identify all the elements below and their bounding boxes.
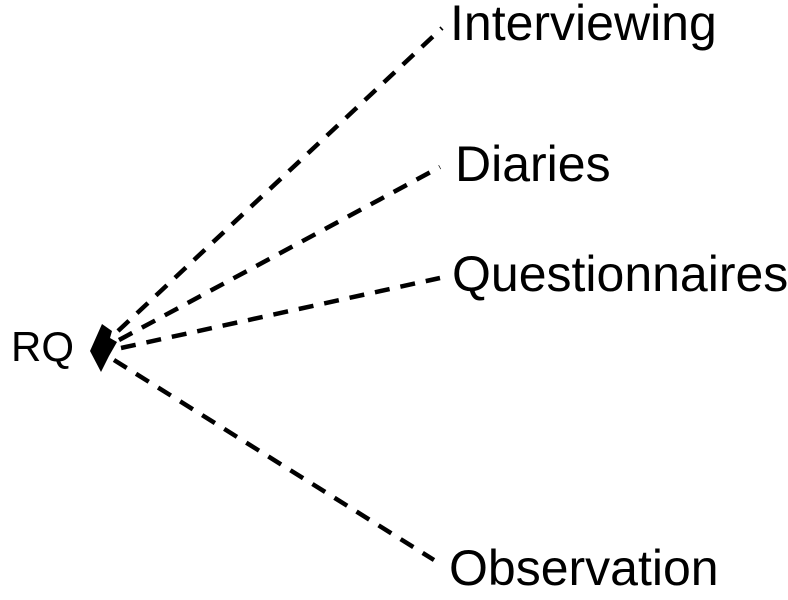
branch-label-questionnaires: Questionnaires xyxy=(452,246,788,302)
branch-label-diaries: Diaries xyxy=(455,136,611,192)
root-node-label: RQ xyxy=(11,323,74,370)
connector-line-interviewing xyxy=(116,26,444,333)
diamond-marker-icon xyxy=(90,324,117,372)
branch-label-observation: Observation xyxy=(449,540,719,596)
branch-label-interviewing: Interviewing xyxy=(450,0,717,51)
connector-line-diaries xyxy=(117,165,442,342)
connector-line-observation xyxy=(112,358,436,562)
connector-line-questionnaires xyxy=(120,275,441,351)
